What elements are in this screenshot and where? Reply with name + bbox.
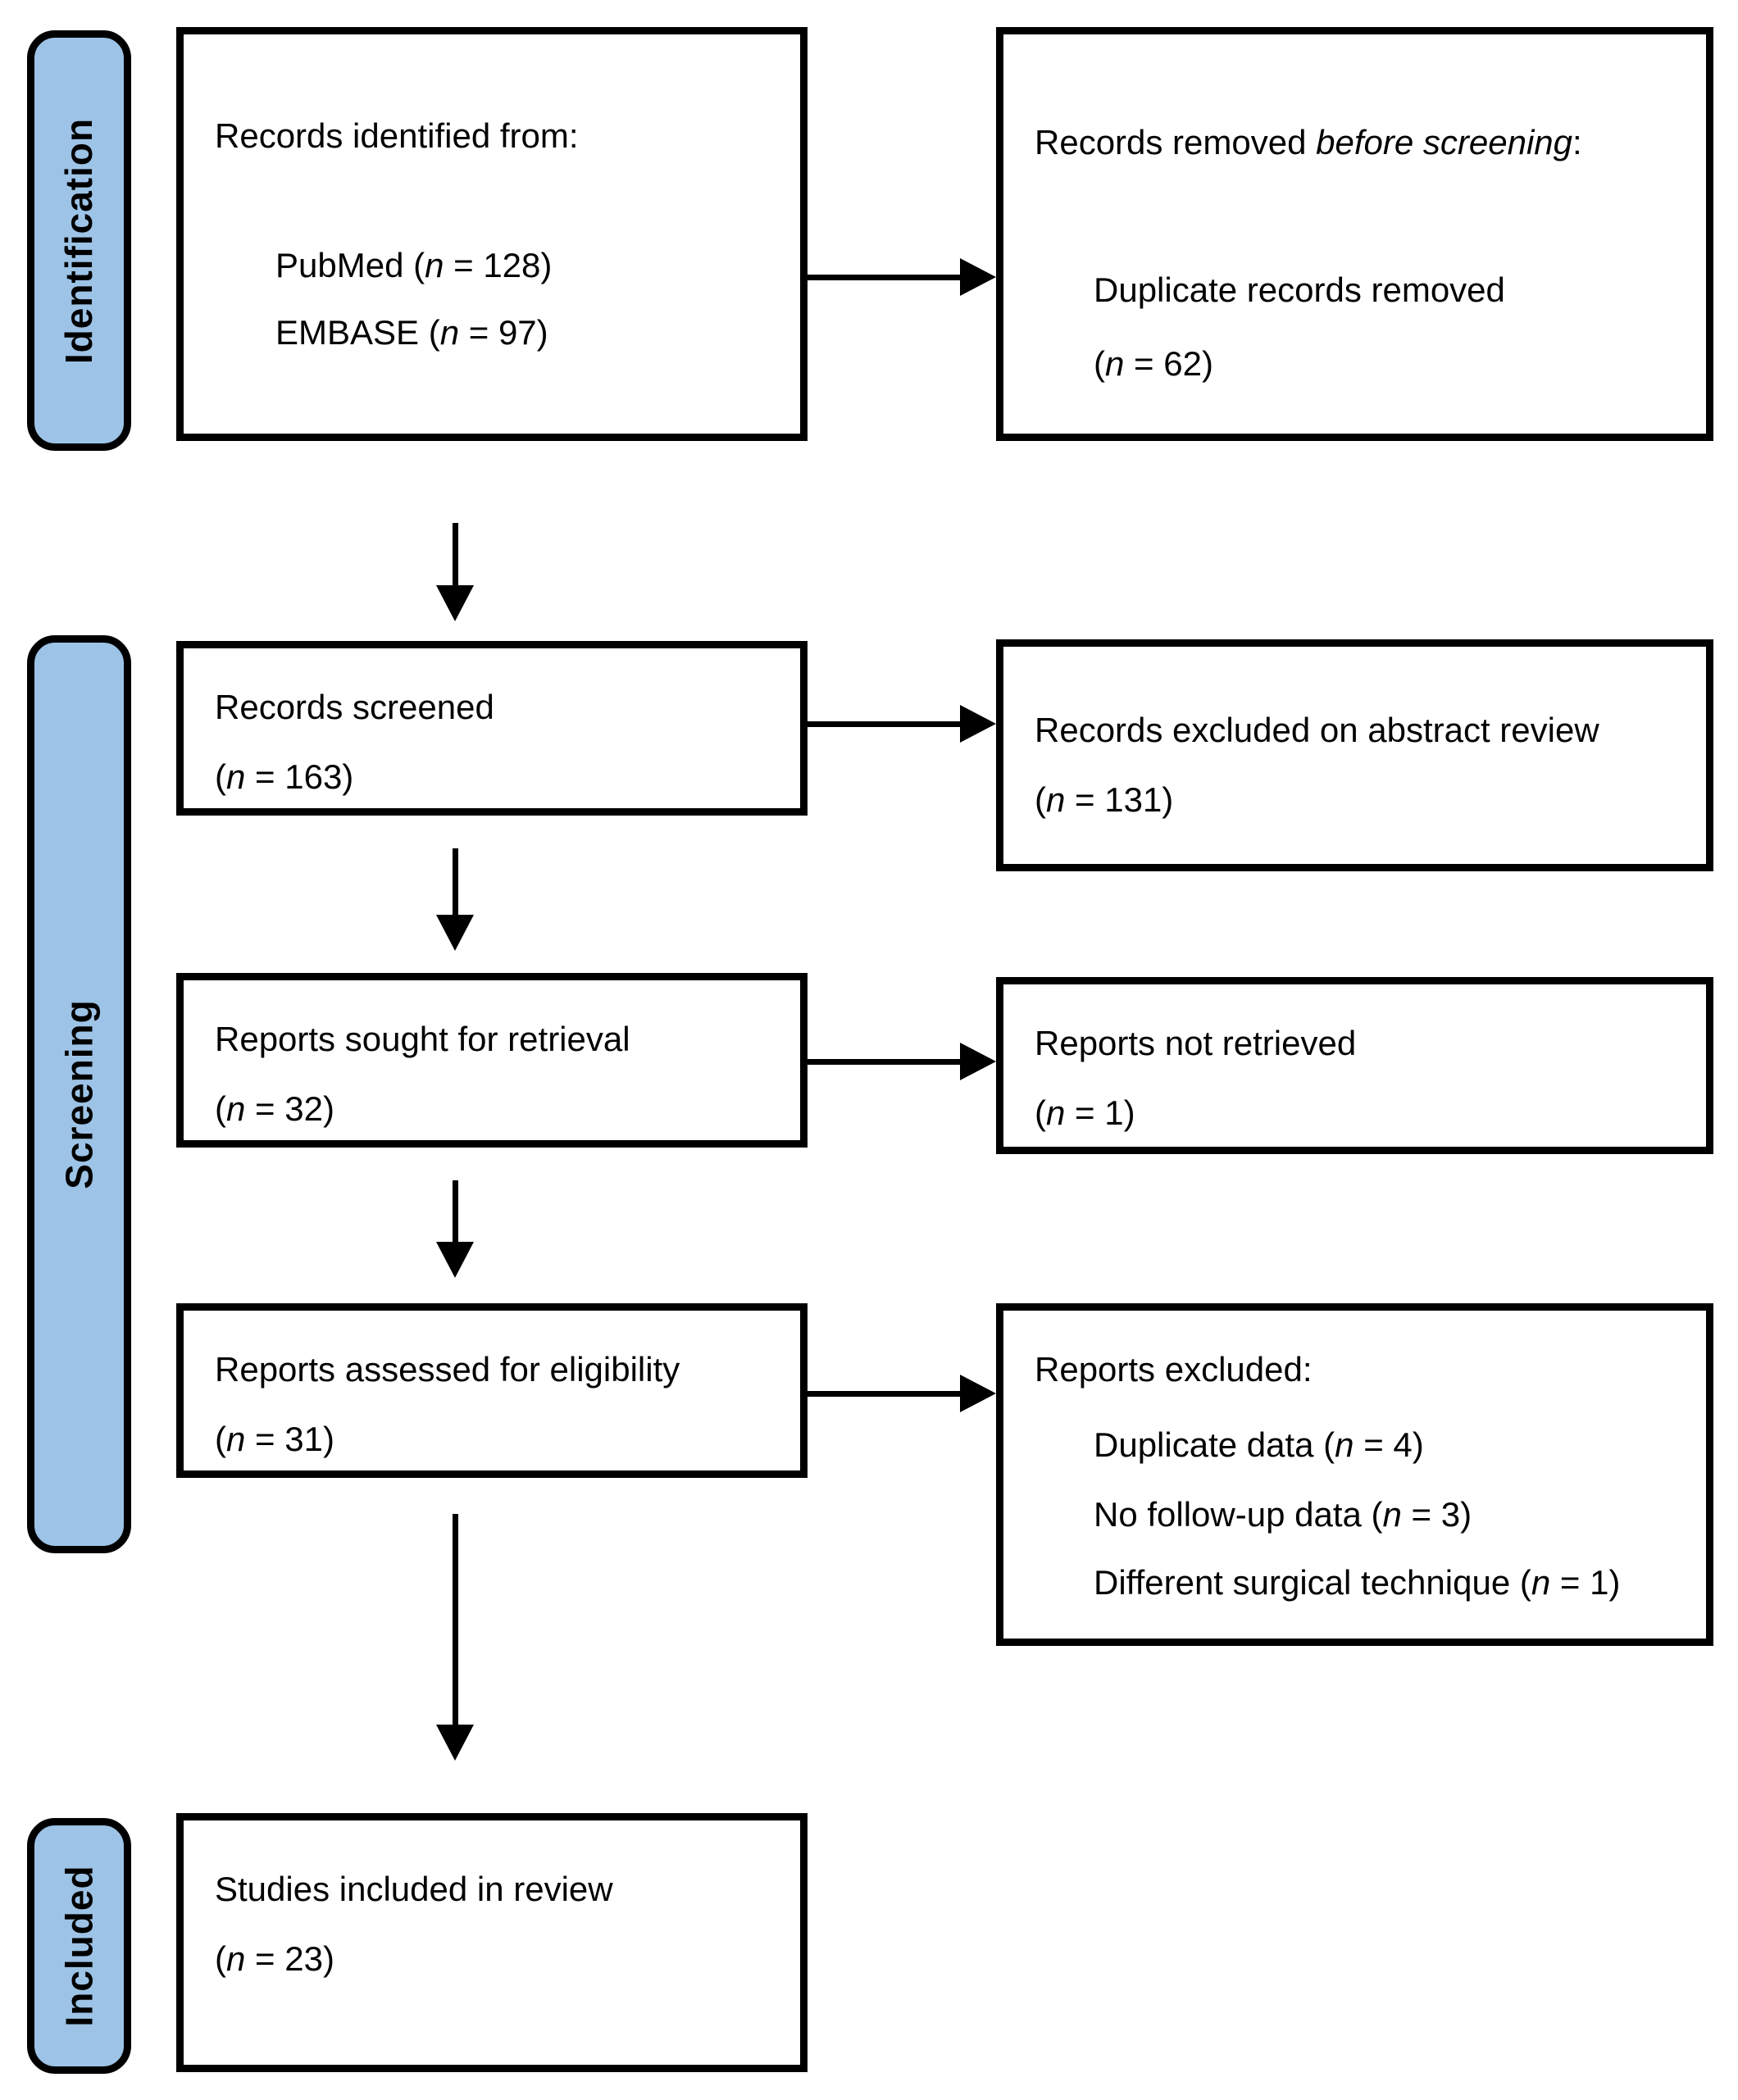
box-records-screened: Records screened (n = 163) — [176, 641, 808, 816]
arrow-screened-to-sought-head — [436, 915, 474, 951]
box-reports-sought-title: Reports sought for retrieval — [215, 1020, 630, 1058]
box-records-excluded-abstract-title: Records excluded on abstract review — [1035, 711, 1599, 749]
box-reports-not-retrieved: Reports not retrieved (n = 1) — [996, 977, 1713, 1154]
arrow-assessed-to-reports-excluded-shaft — [808, 1391, 963, 1397]
box-records-removed-count: (n = 62) — [1094, 344, 1213, 383]
box-reports-assessed-title: Reports assessed for eligibility — [215, 1350, 680, 1389]
box-reports-assessed-count: (n = 31) — [215, 1420, 334, 1458]
box-reports-excluded-title: Reports excluded: — [1035, 1350, 1313, 1389]
arrow-assessed-to-included-head — [436, 1725, 474, 1761]
box-records-excluded-abstract: Records excluded on abstract review (n =… — [996, 639, 1713, 871]
stage-label-identification: Identification — [27, 30, 131, 451]
box-records-identified-title: Records identified from: — [215, 116, 579, 155]
box-reports-excluded-different-technique: Different surgical technique (n = 1) — [1094, 1563, 1621, 1602]
arrow-identified-to-screened-shaft — [453, 523, 458, 589]
box-records-identified: Records identified from: PubMed (n = 128… — [176, 27, 808, 441]
arrow-identified-to-removed-head — [960, 258, 996, 296]
arrow-sought-to-not-retrieved-head — [960, 1043, 996, 1080]
box-reports-excluded: Reports excluded: Duplicate data (n = 4)… — [996, 1303, 1713, 1646]
box-reports-not-retrieved-count: (n = 1) — [1035, 1093, 1135, 1132]
arrow-sought-to-not-retrieved-shaft — [808, 1059, 963, 1065]
box-reports-sought-count: (n = 32) — [215, 1089, 334, 1128]
stage-label-screening: Screening — [27, 635, 131, 1553]
box-records-identified-pubmed: PubMed (n = 128) — [275, 246, 553, 284]
box-studies-included-title: Studies included in review — [215, 1870, 613, 1908]
arrow-sought-to-assessed-head — [436, 1242, 474, 1278]
stage-label-included-text: Included — [57, 1865, 101, 2027]
arrow-screened-to-sought-shaft — [453, 848, 458, 917]
stage-label-screening-text: Screening — [57, 999, 101, 1189]
arrow-sought-to-assessed-shaft — [453, 1180, 458, 1244]
box-records-removed: Records removed before screening: Duplic… — [996, 27, 1713, 441]
box-reports-excluded-no-followup: No follow-up data (n = 3) — [1094, 1495, 1472, 1534]
arrow-screened-to-excluded-head — [960, 705, 996, 743]
arrow-identified-to-screened-head — [436, 585, 474, 621]
arrow-screened-to-excluded-shaft — [808, 721, 963, 727]
box-reports-excluded-duplicate-data: Duplicate data (n = 4) — [1094, 1425, 1424, 1464]
box-reports-sought: Reports sought for retrieval (n = 32) — [176, 973, 808, 1148]
box-studies-included: Studies included in review (n = 23) — [176, 1813, 808, 2072]
arrow-assessed-to-included-shaft — [453, 1514, 458, 1727]
box-reports-assessed: Reports assessed for eligibility (n = 31… — [176, 1303, 808, 1478]
box-reports-not-retrieved-title: Reports not retrieved — [1035, 1024, 1357, 1062]
box-records-identified-embase: EMBASE (n = 97) — [275, 313, 548, 352]
stage-label-identification-text: Identification — [57, 117, 101, 364]
box-records-screened-title: Records screened — [215, 688, 494, 726]
stage-label-included: Included — [27, 1818, 131, 2074]
arrow-assessed-to-reports-excluded-head — [960, 1375, 996, 1412]
box-records-removed-duplicates: Duplicate records removed — [1094, 270, 1505, 309]
box-studies-included-count: (n = 23) — [215, 1939, 334, 1978]
box-records-removed-title: Records removed before screening: — [1035, 123, 1582, 161]
box-records-screened-count: (n = 163) — [215, 757, 354, 796]
box-records-excluded-abstract-count: (n = 131) — [1035, 780, 1174, 819]
arrow-identified-to-removed-shaft — [808, 275, 963, 280]
